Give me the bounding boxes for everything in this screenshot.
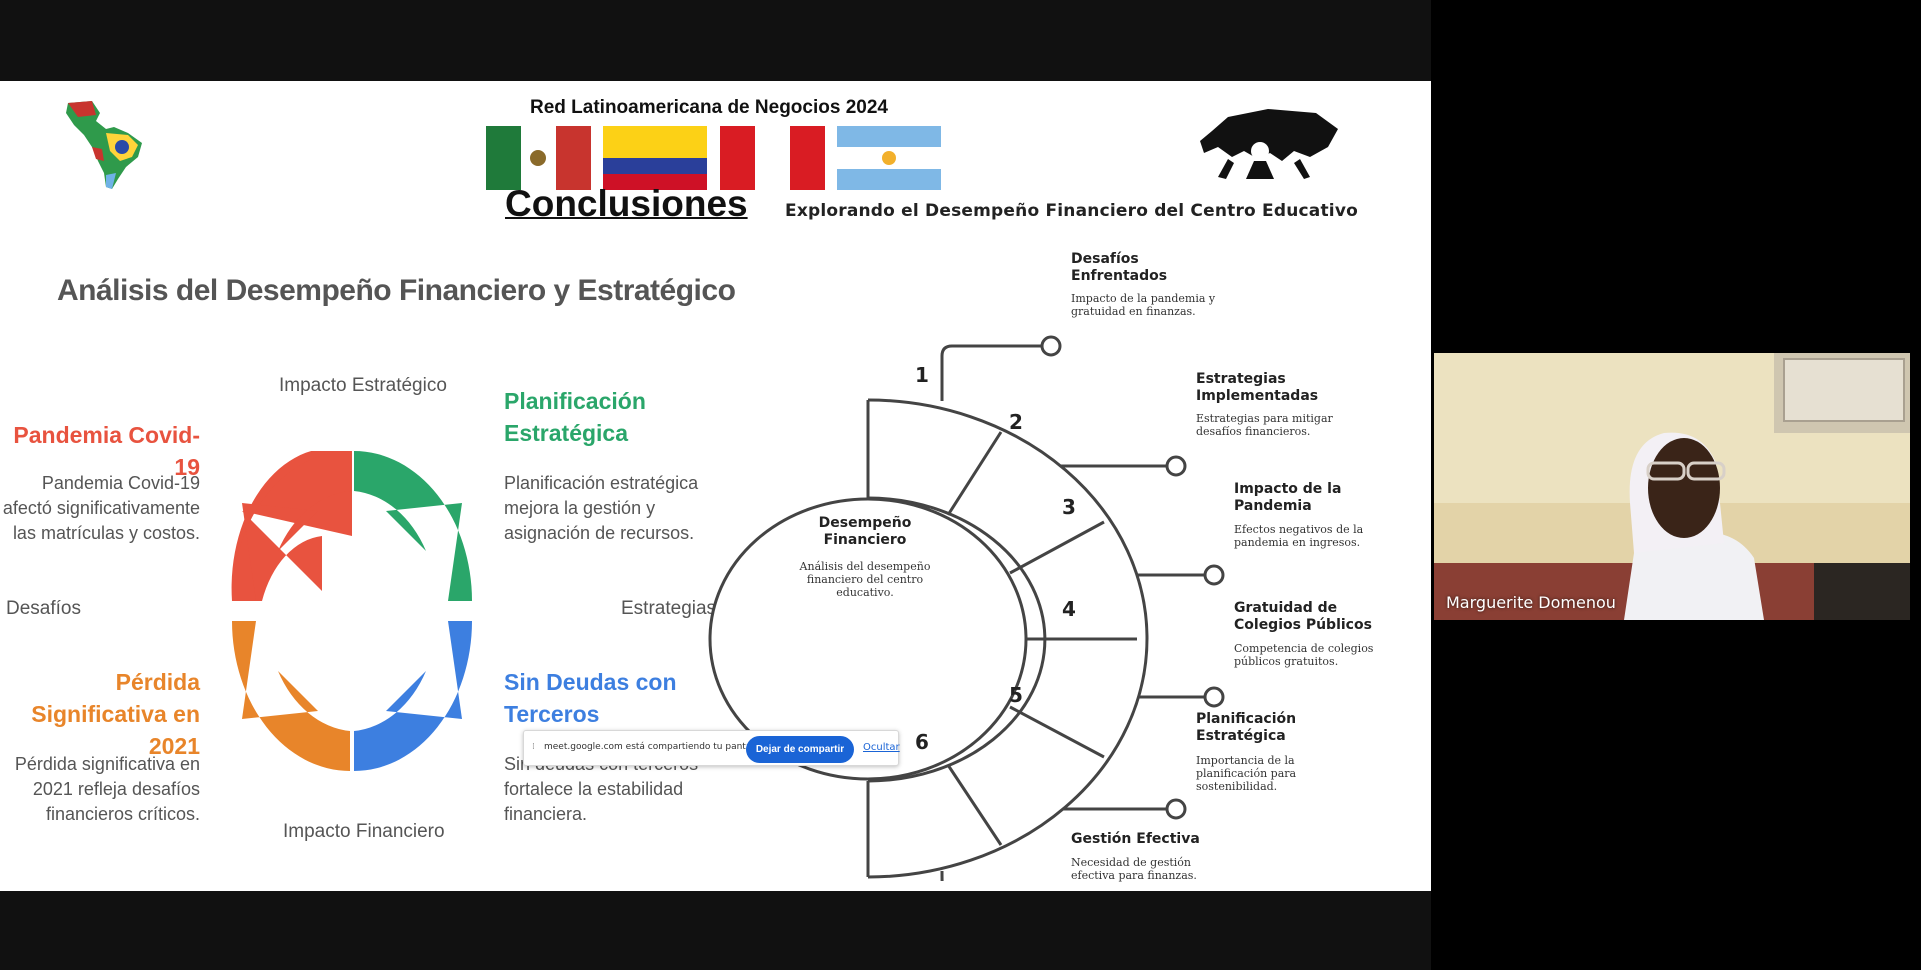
cycle-arrow-blue — [354, 621, 472, 771]
wheel-segment-1: 1 — [915, 363, 929, 387]
performance-wheel-diagram — [708, 335, 1225, 881]
quadrant-title-covid: Pandemia Covid-19 — [13, 422, 200, 480]
wheel-center-title: Desempeño Financiero — [818, 515, 912, 548]
quadrant-title-no-debt: Sin Deudas con Terceros — [504, 669, 677, 727]
participant-video-tile[interactable]: Marguerite Domenou — [1434, 353, 1910, 620]
peru-flag-icon — [720, 126, 825, 190]
header-title: Red Latinoamericana de Negocios 2024 — [530, 97, 888, 118]
branch-desc-3: Efectos negativos de la pandemia en ingr… — [1234, 523, 1364, 549]
hide-share-bar-link[interactable]: Ocultar — [863, 742, 900, 753]
branch-desc-5: Importancia de la planificación para sos… — [1196, 754, 1297, 793]
branch-desc-2: Estrategias para mitigar desafíos financ… — [1196, 412, 1333, 438]
wheel-segment-2: 2 — [1009, 410, 1023, 434]
screen-share-bar: ⁞ meet.google.com está compartiendo tu p… — [523, 730, 900, 766]
axis-label-left: Desafíos — [6, 598, 81, 619]
quadrant-text-planning: Planificación estratégica mejora la gest… — [504, 473, 699, 543]
branch-desc-1: Impacto de la pandemia y gratuidad en fi… — [1071, 292, 1216, 318]
mexico-flag-icon — [486, 126, 591, 190]
latin-america-map-icon — [66, 101, 142, 189]
quadrant-text-loss: Pérdida significativa en 2021 refleja de… — [14, 754, 200, 824]
axis-label-bottom: Impacto Financiero — [283, 821, 445, 842]
branch-title-5: Planificación Estratégica — [1196, 711, 1297, 744]
branch-title-2: Estrategias Implementadas — [1196, 371, 1319, 404]
participant-name: Marguerite Domenou — [1446, 593, 1616, 612]
cycle-arrow-orange — [232, 621, 350, 771]
cycle-arrow-green-main — [354, 451, 472, 601]
slide-subtitle: Explorando el Desempeño Financiero del C… — [785, 201, 1358, 221]
world-people-logo-icon — [1200, 109, 1338, 179]
cycle-arrow-red-main — [232, 451, 350, 601]
wheel-center-desc: Análisis del desempeño financiero del ce… — [799, 560, 931, 599]
branch-title-3: Impacto de la Pandemia — [1234, 481, 1342, 514]
quadrant-title-loss: Pérdida Significativa en 2021 — [31, 669, 200, 759]
drag-handle-icon[interactable]: ⁞ — [532, 742, 535, 752]
branch-title-6: Gestión Efectiva — [1071, 831, 1200, 847]
wheel-segment-4: 4 — [1062, 597, 1076, 621]
colombia-flag-icon — [603, 126, 707, 190]
argentina-flag-icon — [837, 126, 941, 190]
screen-share-message: meet.google.com está compartiendo tu pan… — [544, 742, 765, 752]
cycle-diagram — [231, 451, 472, 771]
participant-video-feed — [1434, 353, 1910, 620]
wheel-segment-3: 3 — [1062, 495, 1076, 519]
branch-desc-4: Competencia de colegios públicos gratuit… — [1234, 642, 1374, 668]
stop-sharing-button[interactable]: Dejar de compartir — [746, 736, 854, 763]
slide-heading: Conclusiones — [505, 183, 748, 224]
branch-desc-6: Necesidad de gestión efectiva para finan… — [1071, 856, 1197, 882]
branch-title-1: Desafíos Enfrentados — [1071, 251, 1168, 284]
quadrant-text-covid: Pandemia Covid-19 afectó significativame… — [2, 473, 200, 543]
branch-title-4: Gratuidad de Colegios Públicos — [1234, 600, 1372, 633]
axis-label-top: Impacto Estratégico — [279, 375, 447, 396]
axis-label-right: Estrategias — [621, 598, 717, 619]
quadrant-title-planning: Planificación Estratégica — [504, 388, 646, 446]
wheel-segment-6: 6 — [915, 730, 929, 754]
shared-slide: Red Latinoamericana de Negocios 2024 — [0, 81, 1431, 891]
wheel-segment-5: 5 — [1009, 683, 1023, 707]
analysis-title: Análisis del Desempeño Financiero y Estr… — [57, 274, 736, 307]
